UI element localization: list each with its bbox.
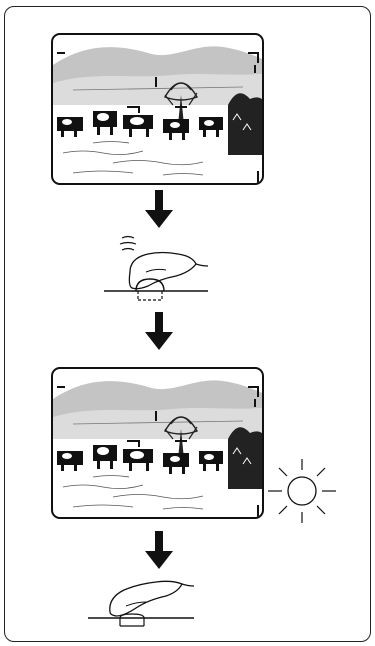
viewfinder-scene-top [51,33,264,185]
arrow-down-icon [143,190,175,230]
finger-press-icon [100,232,212,304]
arrow-down-icon [143,531,175,571]
sun-light-icon [264,456,340,526]
pasture-scene-illustration [53,369,264,519]
viewfinder-scene-bottom [51,367,264,519]
finger-press-icon [86,574,196,630]
pasture-scene-illustration [53,35,264,185]
arrow-down-icon [143,312,175,352]
